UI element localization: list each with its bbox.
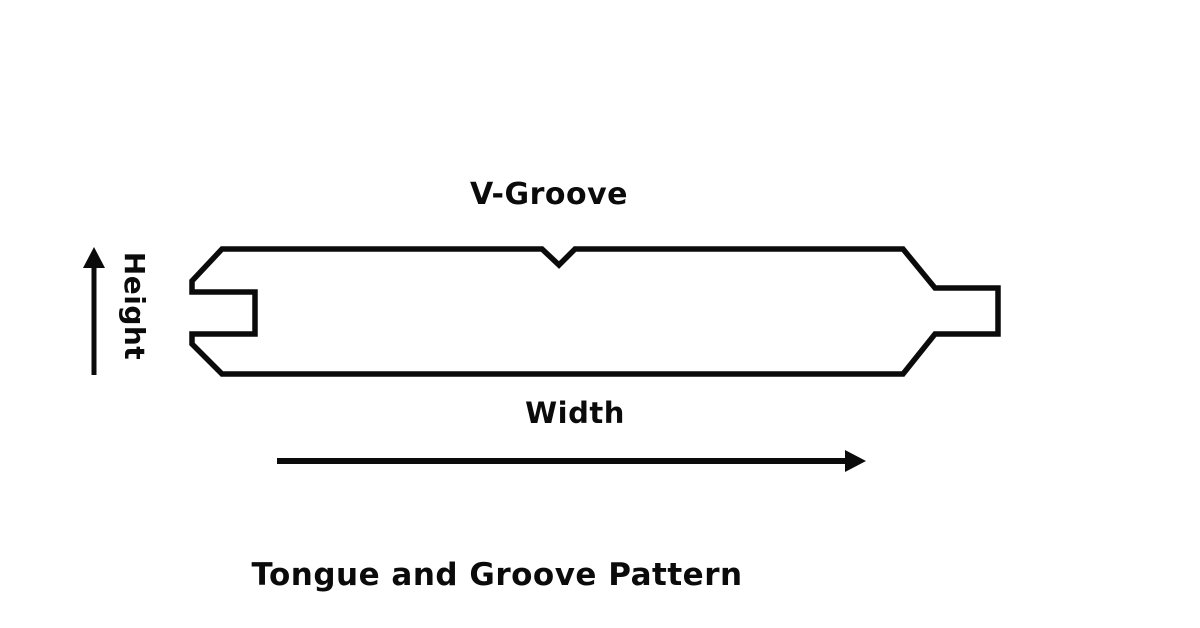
- width-label: Width: [525, 396, 625, 430]
- width-arrow: [277, 450, 866, 472]
- diagram-title: Tongue and Groove Pattern: [251, 557, 743, 593]
- height-label: Height: [118, 251, 151, 361]
- board-profile-outline: [189, 246, 1001, 377]
- height-arrowhead-icon: [83, 247, 105, 268]
- height-arrow: [83, 247, 105, 375]
- v-groove-label: V-Groove: [469, 177, 629, 212]
- width-arrowhead-icon: [845, 450, 866, 472]
